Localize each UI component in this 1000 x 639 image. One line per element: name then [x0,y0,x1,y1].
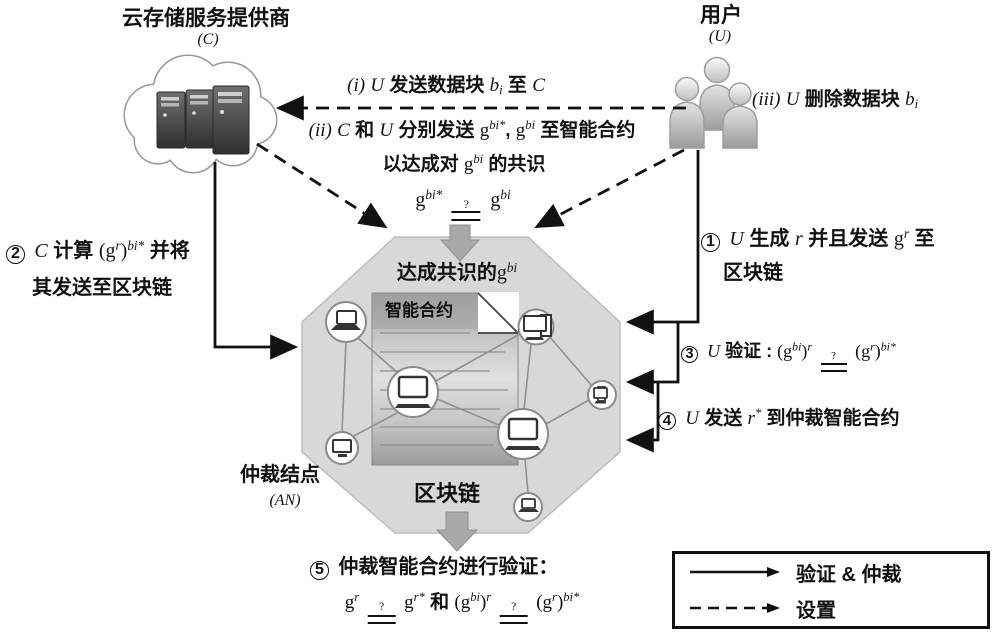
consensus-check-formula: gbi* ? gbi [415,188,511,222]
arbitration-node-symbol: (AN) [269,492,301,509]
desktop-icon [593,387,608,399]
blockchain-node-monitor-d [325,431,359,465]
step-2-line2: 其发送至区块链 [32,277,172,299]
laptop-icon [336,310,357,325]
step-1-line2: 区块链 [723,262,783,284]
cloud-provider-title: 云存储服务提供商 [122,7,290,30]
desktop-icon [507,417,539,441]
laptop-icon [521,498,536,509]
setup-msg-iii: (iii) U 删除数据块 bi [752,89,919,112]
document-ruled-lines [380,332,509,446]
step-4: 4 U 发送 r* 到仲裁智能合约 [658,407,899,430]
step-5-formula: gr ? gr* 和 (gbi)r ? (gr)bi* [345,591,579,625]
step-5-line1: 5 仲裁智能合约进行验证： [310,556,558,580]
consensus-result-label: 达成共识的gbi [396,259,518,284]
network-edges [341,333,593,494]
setup-msg-ii-line1: (ii) C 和 U 分别发送 gbi*, gbi 至智能合约 [308,118,636,141]
legend-dashed-label: 设置 [796,599,836,622]
server-rack-icon [156,85,250,155]
desktop-icon [523,315,547,332]
step-3: 3 U 验证 : (gbi)r ? (gr)bi* [681,341,896,373]
solid-line-c-to-blockchain [213,162,299,360]
monitor-icon [332,439,352,453]
legend-row-verify: 验证 & 仲裁 [675,556,987,588]
dashed-arrow-u-to-contract [534,148,685,228]
legend-box: 验证 & 仲裁 设置 [672,551,990,629]
blockchain-node-pc-f [587,380,617,410]
blockchain-node-desktop-c [387,366,439,418]
setup-msg-ii-line2: 以达成对 gbi 的共识 [382,152,546,175]
document-fold-icon [477,292,519,334]
blockchain-node-laptop-a [325,301,367,343]
blockchain-node-laptop-g [513,492,543,522]
step-1-line1: 1 U 生成 r 并且发送 gr 至 [701,227,935,252]
smart-contract-label: 智能合约 [385,301,453,320]
step-2-line1: 2 C 计算 (gr)bi* 并将 [6,239,190,264]
user-symbol: (U) [708,28,732,45]
blockchain-node-pc-b [517,308,555,346]
server-tower-icon [185,89,215,149]
legend-row-setup: 设置 [675,592,987,624]
arbitration-node-label: 仲裁结点 [240,464,320,486]
blockchain-label: 区块链 [413,481,481,506]
dashed-arrow-icon [690,603,780,613]
solid-arrow-icon [690,567,780,577]
cloud-provider-symbol: (C) [197,31,219,48]
dashed-arrow-c-to-contract [256,142,388,229]
blockchain-node-desktop-e [497,408,549,460]
solid-line-u-step3 [625,322,680,395]
solid-line-u-step1 [625,150,700,335]
consensus-down-arrow [439,224,481,262]
server-tower-icon [156,91,186,149]
solid-line-u-step4 [625,382,660,453]
arbitration-down-arrow [435,511,479,552]
users-icon [669,56,758,149]
person-icon [722,82,758,149]
server-tower-icon [212,85,250,155]
setup-msg-i: (i) U 发送数据块 bi 至 C [347,75,545,98]
legend-solid-label: 验证 & 仲裁 [796,563,902,586]
user-title: 用户 [700,4,742,27]
person-icon [669,76,705,149]
desktop-icon [397,375,429,399]
